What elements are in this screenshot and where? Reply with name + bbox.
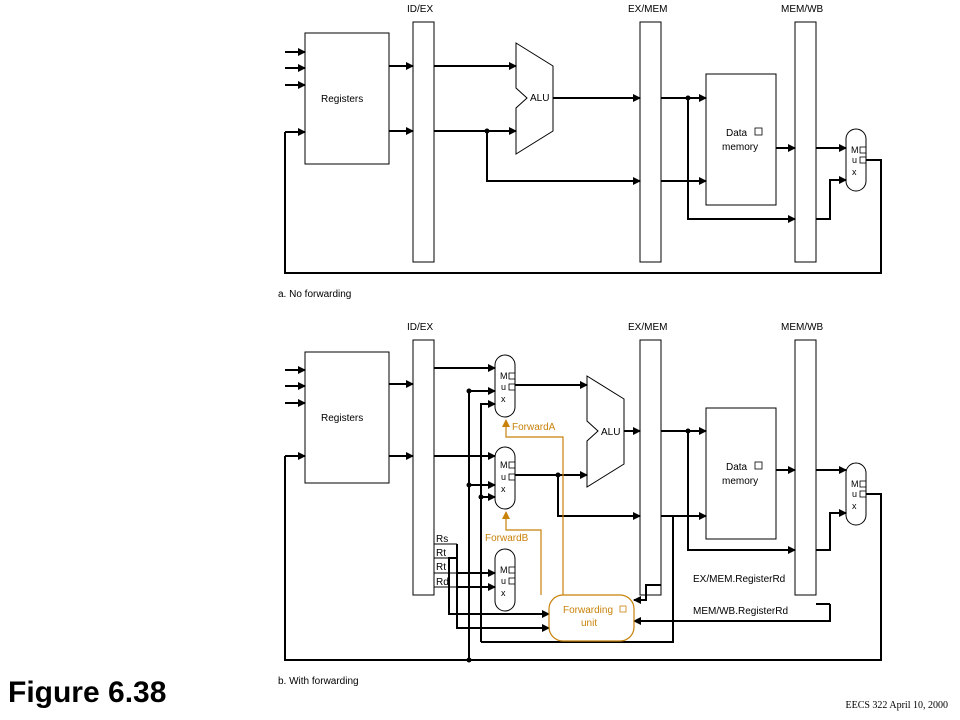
mux-a-m: M [500, 371, 508, 381]
memwb-label-b: MEM/WB [781, 322, 824, 333]
registers-block-b [304, 351, 390, 484]
no-forwarding-diagram: ID/EX EX/MEM MEM/WB Registers ALU Data [278, 4, 882, 300]
rd-label: Rd [436, 577, 449, 588]
idex-label-b: ID/EX [407, 322, 433, 333]
forward-b-label: ForwardB [485, 533, 529, 544]
mux-c-u: u [501, 576, 506, 586]
data-memory-label-b2: memory [722, 476, 758, 487]
wb-mux-x: x [852, 167, 857, 177]
data-memory-label-2: memory [722, 142, 758, 153]
memwb-register-b [794, 339, 817, 596]
exmem-registerrd-label: EX/MEM.RegisterRd [693, 574, 785, 585]
wb-mux-u: u [852, 155, 857, 165]
forwarding-unit [548, 594, 635, 642]
mux-c-x: x [501, 588, 506, 598]
registers-block [304, 32, 390, 165]
mux-b-u: u [501, 472, 506, 482]
alu-label-b: ALU [601, 427, 620, 438]
wb-mux-b-x: x [852, 501, 857, 511]
idex-register-b [412, 339, 435, 596]
exmem-label-b: EX/MEM [628, 322, 667, 333]
forward-a-label: ForwardA [512, 422, 556, 433]
idex-label: ID/EX [407, 4, 433, 15]
alu-label: ALU [530, 93, 549, 104]
data-memory-block [705, 73, 777, 206]
data-memory-label-1: Data [726, 128, 748, 139]
wb-mux-b-m: M [851, 479, 859, 489]
exmem-register-b [639, 339, 662, 596]
mux-a-x: x [501, 394, 506, 404]
forwarding-logic: Forwarding unit ForwardA ForwardB [485, 419, 635, 642]
memwb-registerrd-label: MEM/WB.RegisterRd [693, 606, 788, 617]
rt-label-1: Rt [436, 548, 446, 559]
forwarding-unit-label-1: Forwarding [563, 605, 613, 616]
wb-mux-b-u: u [852, 489, 857, 499]
footer-note: EECS 322 April 10, 2000 [845, 700, 948, 711]
with-forwarding-diagram: ID/EX EX/MEM MEM/WB Registers M u x M u … [278, 322, 882, 687]
registers-label: Registers [321, 94, 363, 105]
idex-register [412, 21, 435, 263]
mux-a-u: u [501, 382, 506, 392]
rs-label: Rs [436, 534, 448, 545]
registers-label-b: Registers [321, 413, 363, 424]
alu-shape-b [586, 375, 625, 488]
figure-title: Figure 6.38 [8, 676, 167, 709]
exmem-label: EX/MEM [628, 4, 667, 15]
wb-mux-m: M [851, 145, 859, 155]
mux-b-m: M [500, 460, 508, 470]
caption-with-forwarding: b. With forwarding [278, 676, 359, 687]
data-memory-block-b [705, 407, 777, 540]
mux-b-x: x [501, 484, 506, 494]
exmem-register [639, 21, 662, 263]
memwb-label: MEM/WB [781, 4, 824, 15]
rt-label-2: Rt [436, 562, 446, 573]
data-memory-label-b1: Data [726, 462, 748, 473]
forwarding-unit-label-2: unit [581, 618, 597, 629]
caption-no-forwarding: a. No forwarding [278, 289, 351, 300]
mux-c-m: M [500, 565, 508, 575]
memwb-register [794, 21, 817, 263]
